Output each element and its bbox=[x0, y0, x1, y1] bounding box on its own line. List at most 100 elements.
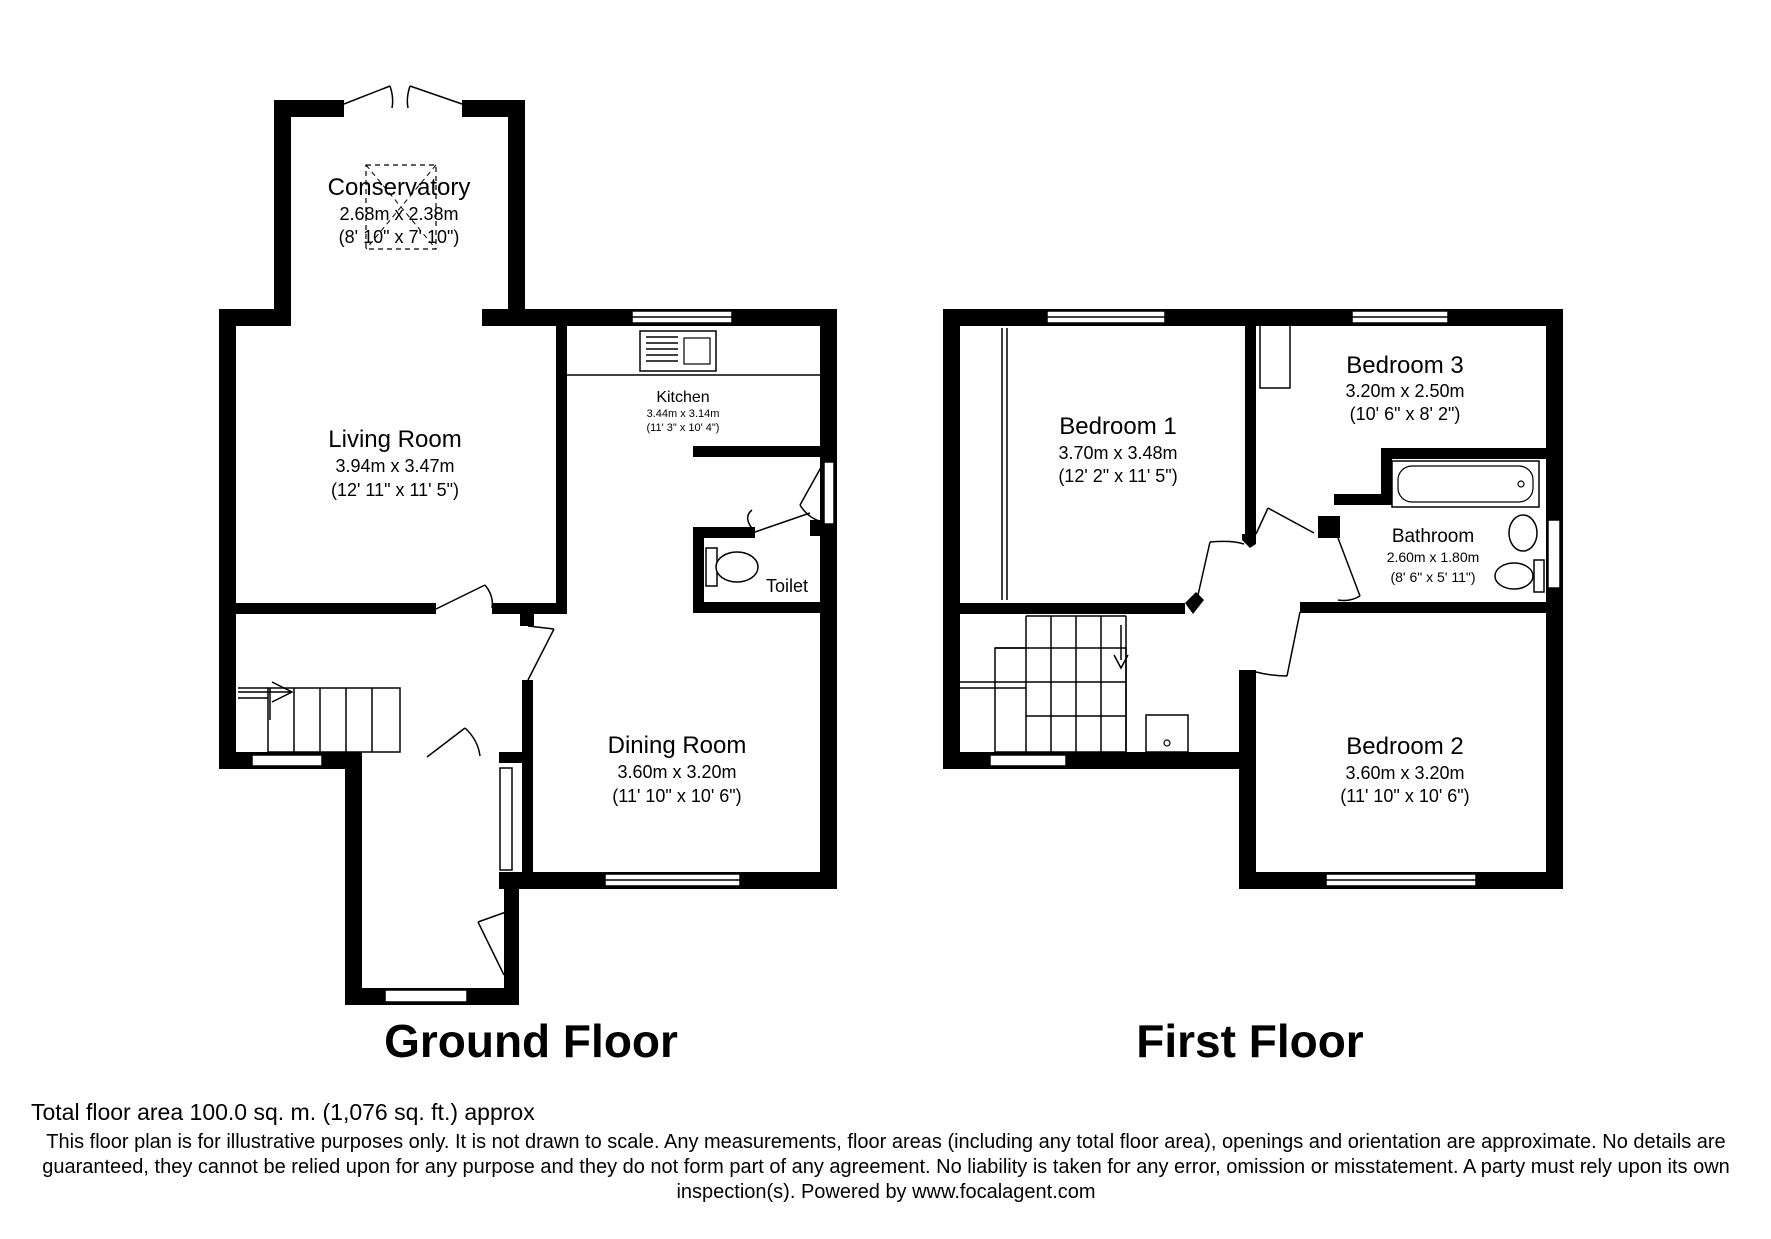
wall bbox=[504, 875, 519, 1005]
first-floor-plan bbox=[943, 309, 1563, 889]
dining-room-imperial: (11' 10" x 10' 6") bbox=[612, 786, 741, 806]
sink-bowl bbox=[683, 337, 711, 365]
skylight bbox=[365, 164, 437, 250]
wall bbox=[1245, 326, 1256, 534]
bedroom-2-door bbox=[1255, 611, 1301, 677]
wall bbox=[693, 527, 704, 613]
wall bbox=[462, 100, 525, 117]
wall bbox=[1300, 602, 1311, 613]
wall bbox=[219, 309, 291, 326]
basin bbox=[1508, 514, 1538, 552]
cupboard bbox=[1259, 326, 1291, 389]
bath-inner bbox=[1397, 465, 1534, 503]
wall bbox=[236, 603, 436, 614]
bathroom-imperial: (8' 6" x 5' 11") bbox=[1390, 569, 1475, 585]
conservatory-metric: 2.68m x 2.38m bbox=[339, 204, 458, 224]
porch-side-window bbox=[499, 767, 513, 871]
living-room-name: Living Room bbox=[328, 426, 461, 453]
bedroom-2-name: Bedroom 2 bbox=[1346, 733, 1463, 760]
stair-arrow bbox=[1113, 625, 1129, 670]
wall bbox=[810, 520, 820, 536]
kitchen-name: Kitchen bbox=[656, 389, 709, 406]
kitchen-imperial: (11' 3" x 10' 4") bbox=[647, 422, 720, 434]
dining-room-name: Dining Room bbox=[608, 732, 747, 759]
drainer bbox=[646, 336, 678, 362]
bathroom-door bbox=[1337, 537, 1361, 602]
wall bbox=[943, 309, 960, 768]
dining-room-metric: 3.60m x 3.20m bbox=[617, 762, 736, 782]
staircase bbox=[994, 647, 1127, 753]
wall bbox=[522, 680, 533, 880]
wc-bowl bbox=[715, 551, 759, 583]
wall bbox=[345, 752, 362, 1004]
stair-rail bbox=[238, 687, 268, 699]
wall bbox=[693, 527, 755, 538]
hall-window bbox=[251, 754, 323, 767]
ground-floor-title: Ground Floor bbox=[384, 1015, 678, 1067]
stair-arrow bbox=[238, 681, 294, 720]
wall bbox=[1239, 670, 1256, 770]
porch-door bbox=[477, 911, 507, 976]
staircase bbox=[267, 687, 401, 753]
wall bbox=[693, 602, 820, 613]
wc-bowl bbox=[1494, 562, 1534, 590]
wall bbox=[1185, 592, 1204, 614]
conservatory-name: Conservatory bbox=[328, 174, 471, 201]
stair-steps bbox=[960, 615, 1126, 717]
wc-cistern bbox=[1533, 559, 1545, 593]
wall bbox=[274, 100, 291, 310]
wall bbox=[499, 752, 533, 763]
total-floor-area: Total floor area 100.0 sq. m. (1,076 sq.… bbox=[31, 1099, 535, 1125]
bedroom-2-imperial: (11' 10" x 10' 6") bbox=[1340, 786, 1469, 806]
landing-window bbox=[989, 754, 1067, 767]
bedroom-1-imperial: (12' 2" x 11' 5") bbox=[1058, 466, 1177, 486]
dining-door bbox=[527, 625, 555, 681]
disclaimer-text: This floor plan is for illustrative purp… bbox=[42, 1131, 1730, 1203]
bedroom-3-imperial: (10' 6" x 8' 2") bbox=[1350, 404, 1461, 424]
wall bbox=[492, 603, 567, 614]
bedroom-1-name: Bedroom 1 bbox=[1059, 413, 1176, 440]
wall bbox=[1242, 534, 1256, 548]
side-door-frame bbox=[823, 461, 835, 525]
wall bbox=[1239, 752, 1256, 888]
conservatory-imperial: (8' 10" x 7' 10") bbox=[339, 227, 460, 247]
wall bbox=[1381, 448, 1563, 459]
wall bbox=[556, 326, 567, 608]
wall bbox=[1318, 516, 1340, 538]
bathroom-window bbox=[1547, 519, 1561, 589]
living-room-imperial: (12' 11" x 11' 5") bbox=[331, 480, 459, 500]
wall bbox=[1300, 602, 1563, 613]
wall bbox=[943, 309, 1563, 326]
porch-window bbox=[384, 989, 468, 1003]
wall bbox=[274, 100, 344, 117]
room-labels: Conservatory 2.68m x 2.38m (8' 10" x 7' … bbox=[328, 174, 1480, 1067]
stair-treads bbox=[1025, 616, 1127, 752]
bathroom-name: Bathroom bbox=[1392, 526, 1474, 547]
wall bbox=[960, 603, 1185, 614]
bedroom-1-metric: 3.70m x 3.48m bbox=[1058, 443, 1177, 463]
bedroom-3-metric: 3.20m x 2.50m bbox=[1345, 381, 1464, 401]
hall-door bbox=[426, 727, 481, 758]
wall bbox=[508, 100, 525, 310]
wall bbox=[693, 446, 820, 457]
wall bbox=[520, 610, 534, 626]
wall bbox=[1334, 494, 1392, 505]
living-room-metric: 3.94m x 3.47m bbox=[335, 456, 454, 476]
toilet-door bbox=[746, 509, 811, 533]
wardrobe bbox=[1001, 328, 1008, 600]
wall bbox=[820, 309, 837, 888]
bath-drain bbox=[1517, 480, 1525, 488]
bedroom-2-metric: 3.60m x 3.20m bbox=[1345, 763, 1464, 783]
bedroom-1-door bbox=[1197, 540, 1245, 596]
wall bbox=[1381, 448, 1392, 494]
bedroom-3-door bbox=[1255, 507, 1315, 535]
french-doors bbox=[343, 85, 463, 109]
wall bbox=[219, 309, 236, 768]
bedroom-3-name: Bedroom 3 bbox=[1346, 352, 1463, 379]
ground-floor-plan bbox=[219, 85, 837, 1005]
wall bbox=[1546, 309, 1563, 888]
bathroom-metric: 2.60m x 1.80m bbox=[1387, 549, 1480, 565]
wall bbox=[943, 752, 1243, 769]
kitchen-metric: 3.44m x 3.14m bbox=[647, 408, 720, 420]
